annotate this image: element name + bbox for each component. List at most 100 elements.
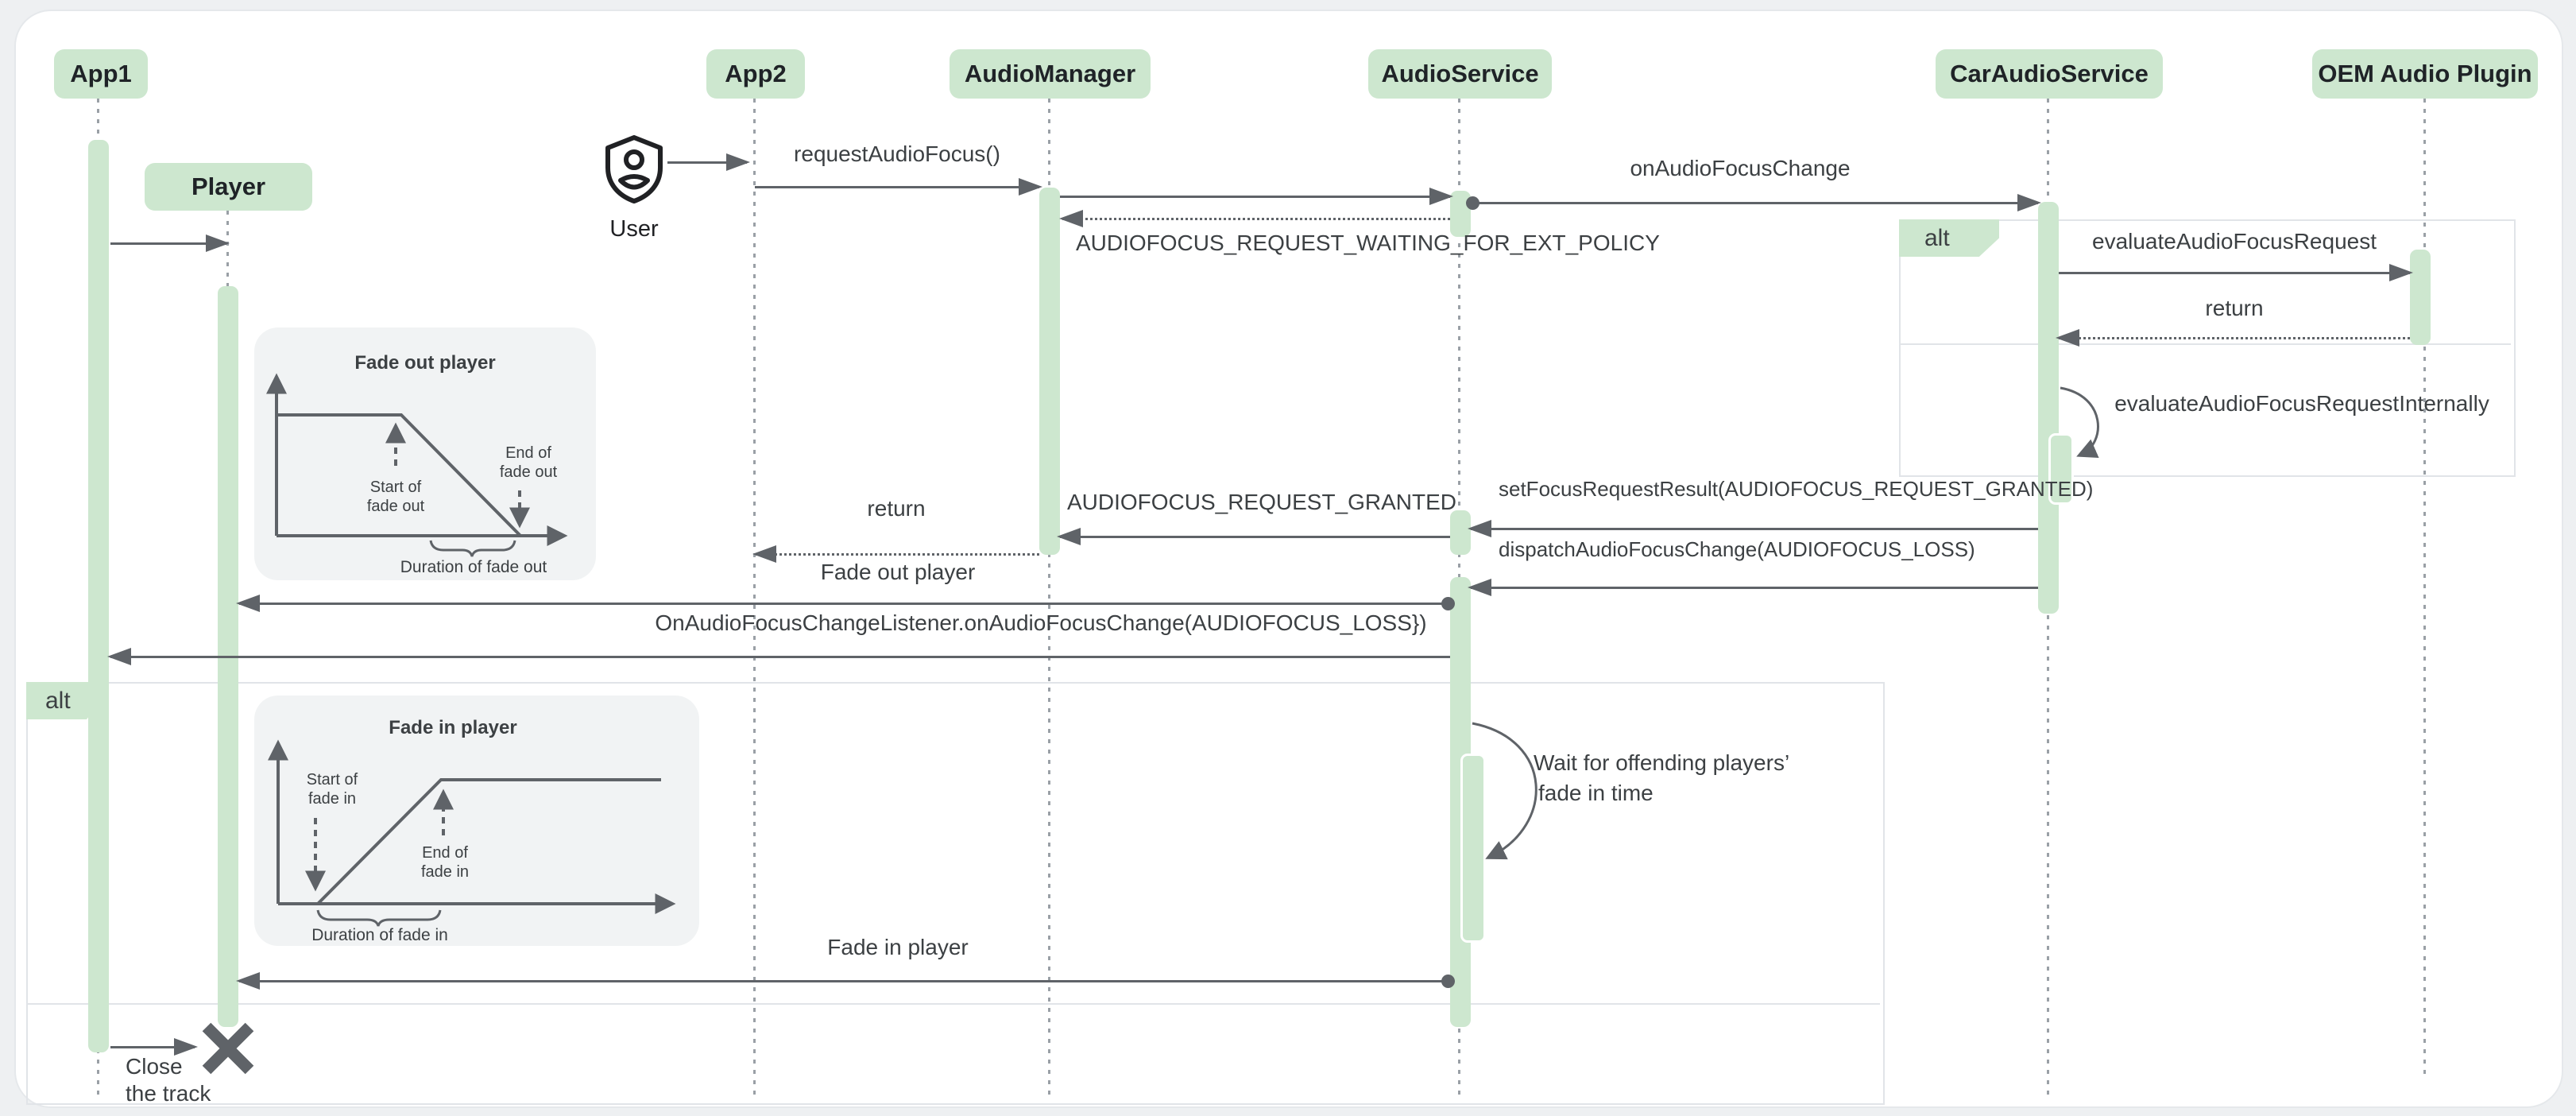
origin-dot <box>1466 196 1479 210</box>
activation-audio-manager <box>1039 188 1060 555</box>
message-label: Fade out player <box>820 560 976 584</box>
waiting-ext-policy-return-arrow <box>1059 210 1450 227</box>
activation-audio-service-2 <box>1450 510 1471 555</box>
alt-label: alt <box>1924 224 1950 251</box>
arrowhead-icon <box>1019 178 1042 196</box>
destroy-x-icon <box>202 1022 254 1075</box>
arrowhead-icon <box>107 648 131 665</box>
start-label-line1: Start of <box>307 771 358 789</box>
fade-in-curve <box>316 778 661 905</box>
evaluate-audio-focus-request-arrow <box>2059 264 2413 281</box>
self-call-arrow-evaluate-internally <box>2060 386 2099 458</box>
message-label: evaluateAudioFocusRequestInternally <box>2114 391 2489 416</box>
message-label: AUDIOFOCUS_REQUEST_GRANTED <box>1066 490 1457 514</box>
fade-in-graph-title: Fade in player <box>389 717 516 738</box>
message-label: the track <box>126 1081 211 1106</box>
dispatch-audio-focus-change-arrow <box>1468 579 2038 596</box>
fade-in-graph-card: Fade in player Start of fade in End of f… <box>254 696 699 946</box>
arrowhead-icon <box>174 1038 198 1056</box>
close-track-arrow <box>110 1038 198 1056</box>
arrowhead-icon <box>2056 329 2079 347</box>
arrowhead-icon <box>206 234 230 252</box>
participant-label: CarAudioService <box>1950 60 2149 87</box>
fade-out-curve <box>277 413 522 537</box>
message-label: evaluateAudioFocusRequest <box>2091 229 2377 254</box>
message-label: setFocusRequestResult(AUDIOFOCUS_REQUEST… <box>1499 477 2094 501</box>
arrowhead-icon <box>236 972 260 990</box>
origin-dot <box>1441 975 1455 988</box>
message-label: dispatchAudioFocusChange(AUDIOFOCUS_LOSS… <box>1499 537 1975 561</box>
message-label: requestAudioFocus() <box>794 141 1000 166</box>
message-label: Close <box>126 1054 183 1079</box>
duration-label: Duration of fade in <box>311 926 448 944</box>
arrowhead-icon <box>752 545 776 563</box>
participant-player: Player <box>145 163 312 211</box>
end-label-line1: End of <box>505 444 551 462</box>
message-label: AUDIOFOCUS_REQUEST_WAITING_FOR_EXT_POLIC… <box>1076 231 1660 255</box>
participant-label: App1 <box>70 60 132 87</box>
arrowhead-icon <box>1468 520 1491 537</box>
alt-fragment-policy <box>1899 219 2516 477</box>
message-label: Wait for offending players’ <box>1534 750 1790 775</box>
fade-out-graph: Fade out player Start of fade out End of… <box>266 352 568 576</box>
app1-to-player-arrow <box>110 234 230 252</box>
message-label: fade in time <box>1538 781 1654 805</box>
participant-label: App2 <box>725 60 787 87</box>
fade-out-graph-card: Fade out player Start of fade out End of… <box>254 327 596 580</box>
actor-label: User <box>609 216 659 242</box>
activation-audio-service-wait-nested <box>1460 754 1486 943</box>
fade-in-player-arrow <box>236 972 1455 990</box>
activation-oem-audio-plugin <box>2410 250 2431 345</box>
user-to-app2-arrow <box>667 153 750 171</box>
arrowhead-icon <box>2389 264 2413 281</box>
arrowhead-icon <box>1057 528 1081 545</box>
arrowhead-icon <box>236 595 260 612</box>
participant-app1: App1 <box>54 49 148 99</box>
message-label: Fade in player <box>827 935 969 959</box>
set-focus-request-result-arrow <box>1468 520 2038 537</box>
participant-oem-audio-plugin: OEM Audio Plugin <box>2312 49 2538 99</box>
audiomanager-to-audioservice-arrow <box>1060 188 1453 205</box>
participant-label: AudioService <box>1381 60 1539 87</box>
alt-fragment-policy-divider <box>1901 343 2511 345</box>
start-label-line2: fade out <box>367 498 425 515</box>
duration-brace <box>429 540 516 557</box>
lifeline-app2 <box>753 99 756 1100</box>
end-label-line2: fade in <box>421 863 469 881</box>
lifeline-audio-manager <box>1048 99 1050 1100</box>
arrowhead-icon <box>1059 210 1083 227</box>
evaluate-return-arrow <box>2056 329 2410 347</box>
duration-label: Duration of fade out <box>400 558 547 576</box>
alt-fragment-policy-tab: alt <box>1899 219 1999 257</box>
alt-fragment-player-divider <box>28 1003 1880 1005</box>
message-label: return <box>867 496 926 521</box>
on-audio-focus-change-arrow <box>1466 194 2041 211</box>
participant-label: OEM Audio Plugin <box>2318 60 2532 87</box>
manager-return-arrow <box>752 545 1039 563</box>
lifeline-oem-audio-plugin <box>2423 99 2426 1075</box>
request-audio-focus-arrow <box>755 178 1042 196</box>
arrowhead-icon <box>1468 579 1491 596</box>
activation-car-audio-service <box>2038 202 2059 614</box>
duration-brace <box>316 909 442 927</box>
end-label-line2: fade out <box>500 463 558 481</box>
participant-audio-service: AudioService <box>1368 49 1552 99</box>
participant-label: Player <box>191 172 266 200</box>
activation-app1 <box>88 140 109 1052</box>
arrowhead-icon <box>1429 188 1453 205</box>
participant-app2: App2 <box>706 49 805 99</box>
participant-audio-manager: AudioManager <box>950 49 1151 99</box>
end-label-line1: End of <box>422 844 468 862</box>
fade-out-player-arrow <box>236 595 1455 612</box>
participant-label: AudioManager <box>964 60 1136 87</box>
message-label: OnAudioFocusChangeListener.onAudioFocusC… <box>655 610 1427 635</box>
arrowhead-icon <box>726 153 750 171</box>
activation-car-audio-service-nested <box>2048 433 2074 505</box>
fade-in-graph: Fade in player Start of fade in End of f… <box>268 717 676 944</box>
participant-car-audio-service: CarAudioService <box>1936 49 2163 99</box>
message-label: onAudioFocusChange <box>1630 156 1851 180</box>
arrowhead-icon <box>2017 194 2041 211</box>
start-label-line1: Start of <box>370 479 422 496</box>
request-granted-arrow <box>1057 528 1450 545</box>
